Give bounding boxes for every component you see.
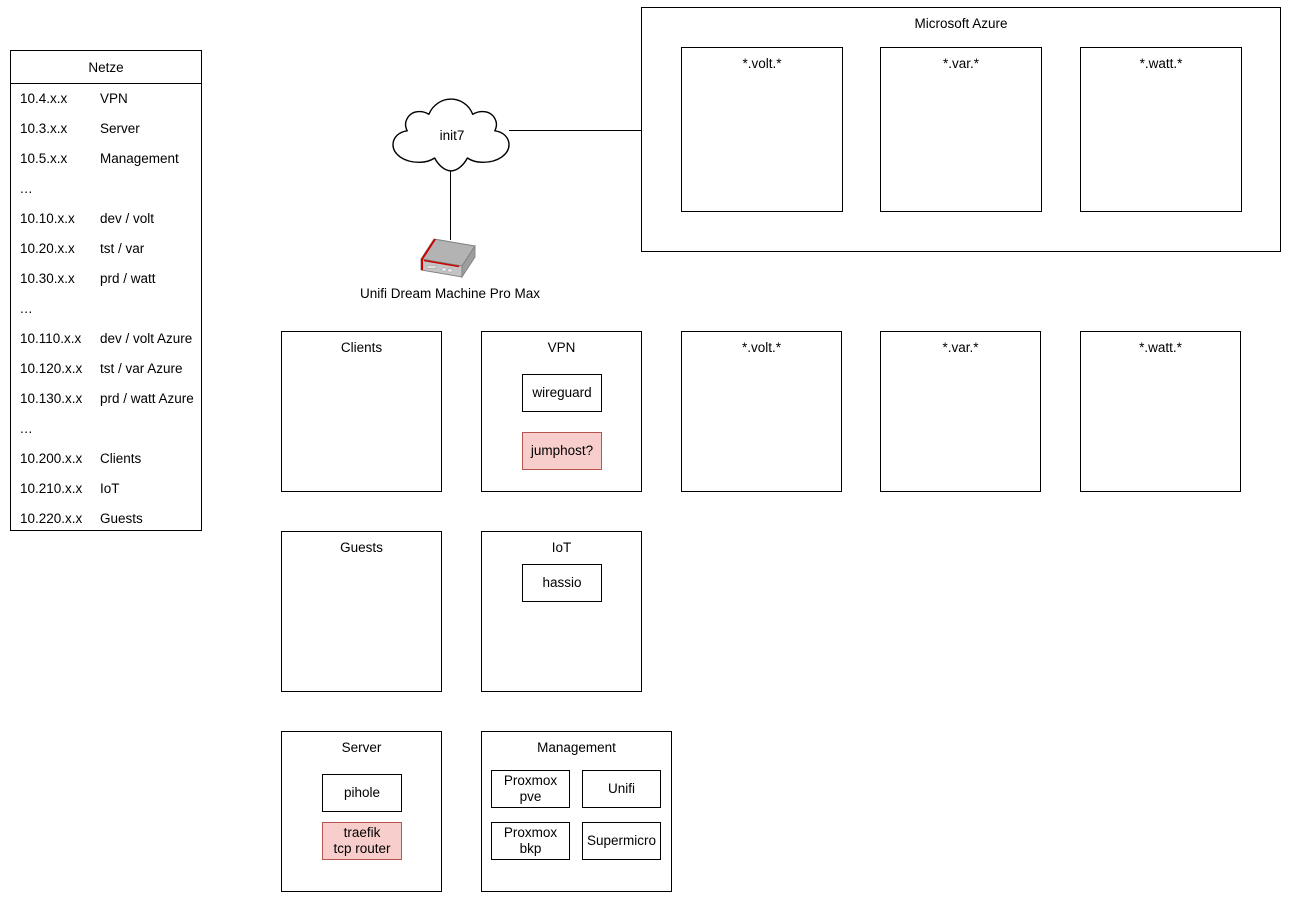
azure-title: Microsoft Azure [914,16,1008,31]
table-row: ... [11,294,201,324]
netze-label: tst / var [100,241,145,256]
azure-env-title: *.var.* [942,56,980,71]
netze-cidr: 10.110.x.x [20,331,82,346]
netze-label [100,414,201,444]
netze-legend-table: Netze 10.4.x.x VPN 10.3.x.x Server 10.5.… [10,50,202,531]
netze-cidr: 10.20.x.x [20,241,75,256]
router-appliance-icon [420,238,476,279]
zone-clients: Clients [281,331,442,492]
node-unifi[interactable]: Unifi [582,770,661,808]
zone-iot: IoT hassio [481,531,642,692]
netze-cidr: 10.30.x.x [20,271,75,286]
netze-legend-rows: 10.4.x.x VPN 10.3.x.x Server 10.5.x.x Ma… [11,84,201,534]
azure-env-watt: *.watt.* [1080,47,1242,212]
node-label: wireguard [532,385,592,400]
zone-vpn: VPN wireguard jumphost? [481,331,642,492]
cloud-init7: init7 [388,96,514,174]
netze-cidr: ... [20,301,33,316]
zone-title: IoT [551,540,572,555]
zone-title: *.var.* [942,340,979,355]
netze-label: prd / watt [100,271,156,286]
link-cloud-to-gateway [450,168,452,240]
zone-server: Server pihole traefik tcp router [281,731,442,892]
node-proxmox-pve[interactable]: Proxmox pve [491,770,570,808]
azure-env-title: *.watt.* [1139,56,1183,71]
zone-guests: Guests [281,531,442,692]
zone-title: *.watt.* [1139,340,1182,355]
zone-title: Server [341,740,382,755]
netze-label: tst / var Azure [100,361,183,376]
netze-cidr: 10.10.x.x [20,211,75,226]
netze-cidr: 10.120.x.x [20,361,83,376]
cloud-icon [392,98,510,172]
gateway-label: Unifi Dream Machine Pro Max [359,286,541,301]
netze-cidr: 10.200.x.x [20,451,83,466]
netze-cidr: 10.210.x.x [20,481,83,496]
node-hassio[interactable]: hassio [522,564,602,602]
zone-title: Clients [340,340,383,355]
netze-cidr: ... [20,421,33,436]
netze-cidr: 10.130.x.x [20,391,83,406]
node-supermicro[interactable]: Supermicro [582,822,661,860]
azure-env-volt: *.volt.* [681,47,843,212]
node-proxmox-bkp[interactable]: Proxmox bkp [491,822,570,860]
netze-label [100,174,201,204]
table-row: 10.3.x.x Server [11,114,201,144]
netze-legend-title: Netze [11,51,201,84]
node-jumphost[interactable]: jumphost? [522,432,602,470]
node-label: Unifi [607,781,635,796]
node-pihole[interactable]: pihole [322,774,402,812]
node-label: hassio [542,575,582,590]
netze-label: prd / watt Azure [100,391,194,406]
gateway-device [418,236,478,280]
netze-cidr: ... [20,181,33,196]
azure-env-title: *.volt.* [742,56,782,71]
node-label: jumphost? [530,443,594,458]
netze-cidr: 10.5.x.x [20,151,68,166]
zone-title: VPN [547,340,576,355]
node-label: Proxmox pve [503,773,558,804]
node-label: Supermicro [586,833,657,848]
zone-watt: *.watt.* [1080,331,1241,492]
azure-env-var: *.var.* [880,47,1042,212]
netze-cidr: 10.4.x.x [20,91,68,106]
netze-label: VPN [100,91,128,106]
zone-title: Management [537,740,616,755]
netze-cidr: 10.3.x.x [20,121,68,136]
netze-label: Clients [100,451,142,466]
netze-label: Server [100,121,140,136]
node-label: traefik tcp router [333,825,391,856]
netze-label: IoT [100,481,120,496]
node-wireguard[interactable]: wireguard [522,374,602,412]
zone-title: *.volt.* [741,340,782,355]
zone-title: Guests [340,540,383,555]
table-row: 10.200.x.x Clients [11,444,201,474]
netze-label: dev / volt [100,211,155,226]
table-row: 10.130.x.x prd / watt Azure [11,384,201,414]
table-row: 10.10.x.x dev / volt [11,204,201,234]
node-label: pihole [343,785,381,800]
cloud-label: init7 [439,127,465,143]
table-row: 10.30.x.x prd / watt [11,264,201,294]
table-row: 10.110.x.x dev / volt Azure [11,324,201,354]
table-row: 10.4.x.x VPN [11,84,201,114]
table-row: 10.20.x.x tst / var [11,234,201,264]
link-cloud-to-azure [509,130,642,132]
netze-label: Guests [100,511,143,526]
node-traefik[interactable]: traefik tcp router [322,822,402,860]
zone-var: *.var.* [880,331,1041,492]
table-row: 10.210.x.x IoT [11,474,201,504]
table-row: 10.120.x.x tst / var Azure [11,354,201,384]
table-row: 10.5.x.x Management [11,144,201,174]
netze-label: dev / volt Azure [100,331,193,346]
zone-volt: *.volt.* [681,331,842,492]
table-row: ... [11,174,201,204]
zone-management: Management Proxmox pve Unifi Proxmox bkp… [481,731,672,892]
table-row: ... [11,414,201,444]
netze-label [100,294,201,324]
table-row: 10.220.x.x Guests [11,504,201,534]
netze-label: Management [100,151,179,166]
netze-cidr: 10.220.x.x [20,511,83,526]
node-label: Proxmox bkp [503,825,558,856]
